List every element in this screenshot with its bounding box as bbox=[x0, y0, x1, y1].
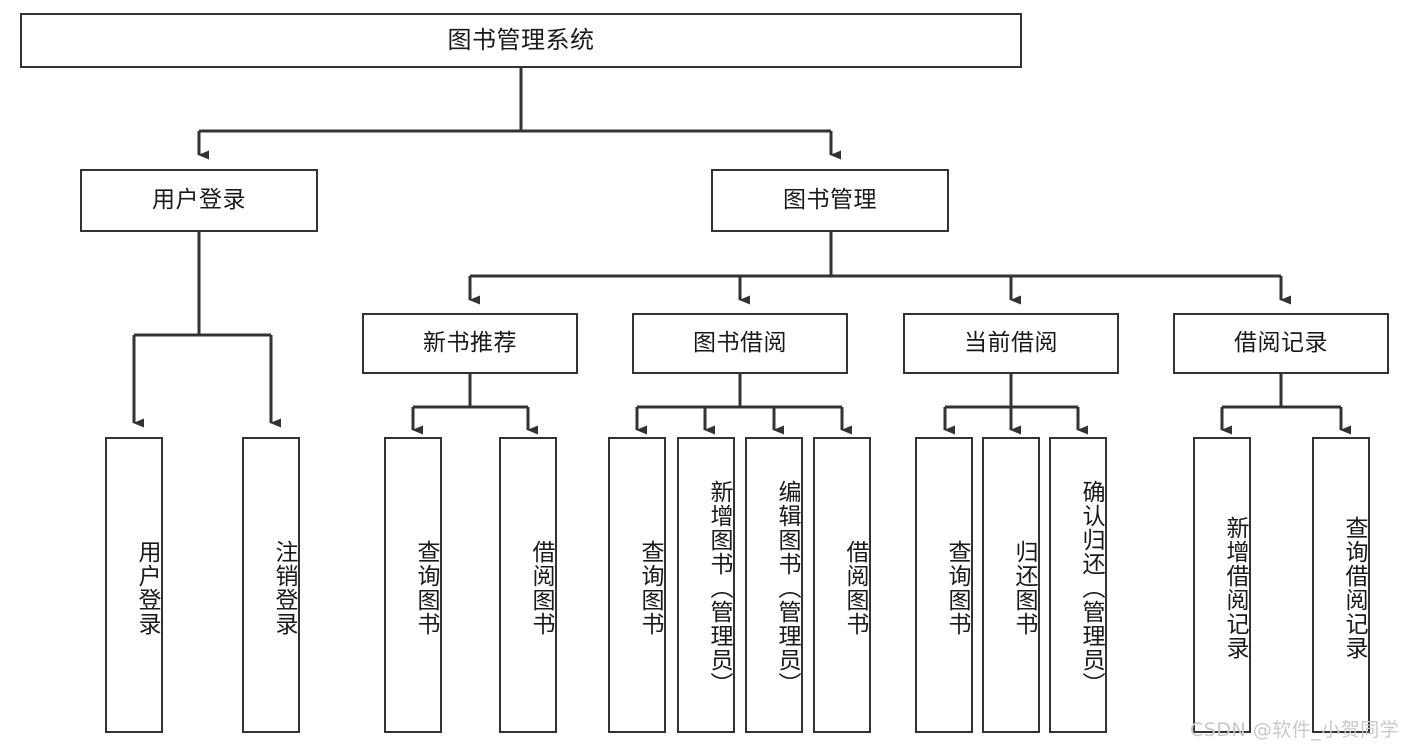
leaf-return-book[interactable]: 归还图书 bbox=[982, 437, 1040, 733]
leaf-query-book-newbook-label: 查询图书 bbox=[413, 540, 439, 636]
csdn-watermark: CSDN @软件_小贺同学 bbox=[1190, 719, 1400, 741]
leaf-confirm-return-admin[interactable]: 确认归还（管理员） bbox=[1049, 437, 1107, 733]
leaf-logout[interactable]: 注销登录 bbox=[242, 437, 300, 733]
leaf-borrow-book-newbook[interactable]: 借阅图书 bbox=[499, 437, 557, 733]
node-root-system[interactable]: 图书管理系统 bbox=[20, 13, 1022, 68]
leaf-add-book-admin[interactable]: 新增图书（管理员） bbox=[677, 437, 735, 733]
node-new-book-recommend[interactable]: 新书推荐 bbox=[362, 313, 578, 374]
leaf-add-borrow-record-label: 新增借阅记录 bbox=[1222, 516, 1248, 660]
leaf-query-book-borrow[interactable]: 查询图书 bbox=[608, 437, 666, 733]
leaf-query-borrow-record-label: 查询借阅记录 bbox=[1341, 516, 1367, 660]
leaf-return-book-label: 归还图书 bbox=[1011, 540, 1037, 636]
leaf-confirm-return-admin-label: 确认归还（管理员） bbox=[1078, 480, 1104, 696]
node-book-borrow[interactable]: 图书借阅 bbox=[632, 313, 848, 374]
leaf-user-login[interactable]: 用户登录 bbox=[105, 437, 163, 733]
leaf-borrow-book-newbook-label: 借阅图书 bbox=[528, 540, 554, 636]
leaf-query-book-newbook[interactable]: 查询图书 bbox=[384, 437, 442, 733]
node-current-borrow[interactable]: 当前借阅 bbox=[903, 313, 1119, 374]
node-book-management[interactable]: 图书管理 bbox=[711, 169, 949, 232]
leaf-query-book-borrow-label: 查询图书 bbox=[637, 540, 663, 636]
leaf-query-borrow-record[interactable]: 查询借阅记录 bbox=[1312, 437, 1370, 733]
leaf-edit-book-admin[interactable]: 编辑图书（管理员） bbox=[745, 437, 803, 733]
leaf-add-borrow-record[interactable]: 新增借阅记录 bbox=[1193, 437, 1251, 733]
leaf-query-book-current-label: 查询图书 bbox=[944, 540, 970, 636]
node-borrow-record[interactable]: 借阅记录 bbox=[1173, 313, 1389, 374]
leaf-user-login-label: 用户登录 bbox=[134, 540, 160, 636]
leaf-borrow-book-borrow-label: 借阅图书 bbox=[842, 540, 868, 636]
leaf-borrow-book-borrow[interactable]: 借阅图书 bbox=[813, 437, 871, 733]
leaf-edit-book-admin-label: 编辑图书（管理员） bbox=[774, 480, 800, 696]
node-user-login[interactable]: 用户登录 bbox=[80, 169, 318, 232]
leaf-query-book-current[interactable]: 查询图书 bbox=[915, 437, 973, 733]
leaf-add-book-admin-label: 新增图书（管理员） bbox=[706, 480, 732, 696]
leaf-logout-label: 注销登录 bbox=[271, 540, 297, 636]
